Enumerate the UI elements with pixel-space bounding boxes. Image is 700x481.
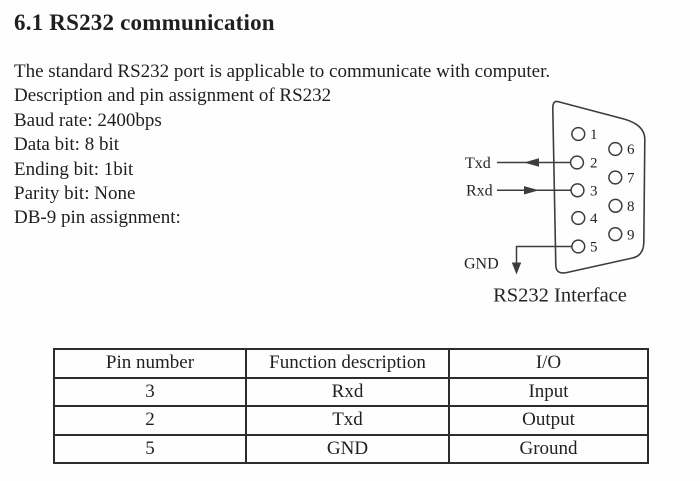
pin-hole-6 xyxy=(608,141,623,157)
body-text-line: Baud rate: 2400bps xyxy=(14,109,162,131)
db9-connector-outline xyxy=(551,100,646,274)
diagram-caption: RS232 Interface xyxy=(493,285,627,307)
rxd-label: Rxd xyxy=(466,183,493,200)
col-header-pin-number: Pin number xyxy=(53,348,247,379)
cell-function: GND xyxy=(245,433,450,464)
pin-label-1: 1 xyxy=(590,127,598,143)
cell-io: Output xyxy=(448,405,649,436)
pin-hole-5 xyxy=(571,239,586,254)
arrow-down-icon xyxy=(511,262,522,275)
pin-hole-7 xyxy=(608,170,623,185)
arrow-right-icon xyxy=(524,186,539,195)
txd-label: Txd xyxy=(465,155,491,172)
gnd-label: GND xyxy=(464,256,499,273)
cell-pin-number: 5 xyxy=(53,433,247,464)
body-paragraph: The standard RS232 port is applicable to… xyxy=(14,60,550,231)
pin-label-4: 4 xyxy=(590,211,598,227)
pin-label-9: 9 xyxy=(627,227,635,243)
body-text-line: Description and pin assignment of RS232 xyxy=(14,85,332,107)
arrow-left-icon xyxy=(524,158,539,167)
pin-label-6: 6 xyxy=(627,142,635,158)
pin-hole-9 xyxy=(608,227,623,242)
pin-label-5: 5 xyxy=(590,240,598,256)
body-text-line: DB-9 pin assignment: xyxy=(14,207,181,229)
cell-pin-number: 3 xyxy=(53,376,247,407)
pin-hole-3 xyxy=(570,183,585,198)
table-row: 2 Txd Output xyxy=(53,405,649,436)
pin-hole-2 xyxy=(569,155,585,170)
cell-io: Ground xyxy=(448,433,649,464)
col-header-function-description: Function description xyxy=(245,348,450,379)
table-header-row: Pin number Function description I/O xyxy=(53,348,649,379)
body-text-line: Ending bit: 1bit xyxy=(14,158,134,180)
col-header-io: I/O xyxy=(448,348,649,379)
section-heading: 6.1 RS232 communication xyxy=(14,10,275,35)
pin-hole-8 xyxy=(608,198,623,213)
pin-hole-1 xyxy=(571,126,586,142)
pin-label-2: 2 xyxy=(590,156,598,172)
pin-table-container: Pin number Function description I/O 3 Rx… xyxy=(53,348,649,464)
table-row: 5 GND Ground xyxy=(53,433,649,464)
cell-pin-number: 2 xyxy=(53,405,247,436)
cell-function: Txd xyxy=(245,405,450,436)
db9-pin-diagram: 1 2 3 4 5 6 7 8 9 Txd Rxd GND RS232 Inte… xyxy=(464,100,646,307)
table-row: 3 Rxd Input xyxy=(53,376,649,407)
pin-label-7: 7 xyxy=(627,171,635,187)
pin-hole-4 xyxy=(571,210,586,226)
cell-io: Input xyxy=(448,376,649,407)
gnd-wire xyxy=(515,245,572,264)
pin-label-3: 3 xyxy=(590,184,598,200)
body-text-line: Parity bit: None xyxy=(14,182,136,204)
pin-label-8: 8 xyxy=(627,199,635,215)
body-text-line: Data bit: 8 bit xyxy=(14,134,120,156)
pin-assignment-table: Pin number Function description I/O 3 Rx… xyxy=(53,348,649,464)
cell-function: Rxd xyxy=(245,376,450,407)
body-text-line: The standard RS232 port is applicable to… xyxy=(14,61,551,82)
